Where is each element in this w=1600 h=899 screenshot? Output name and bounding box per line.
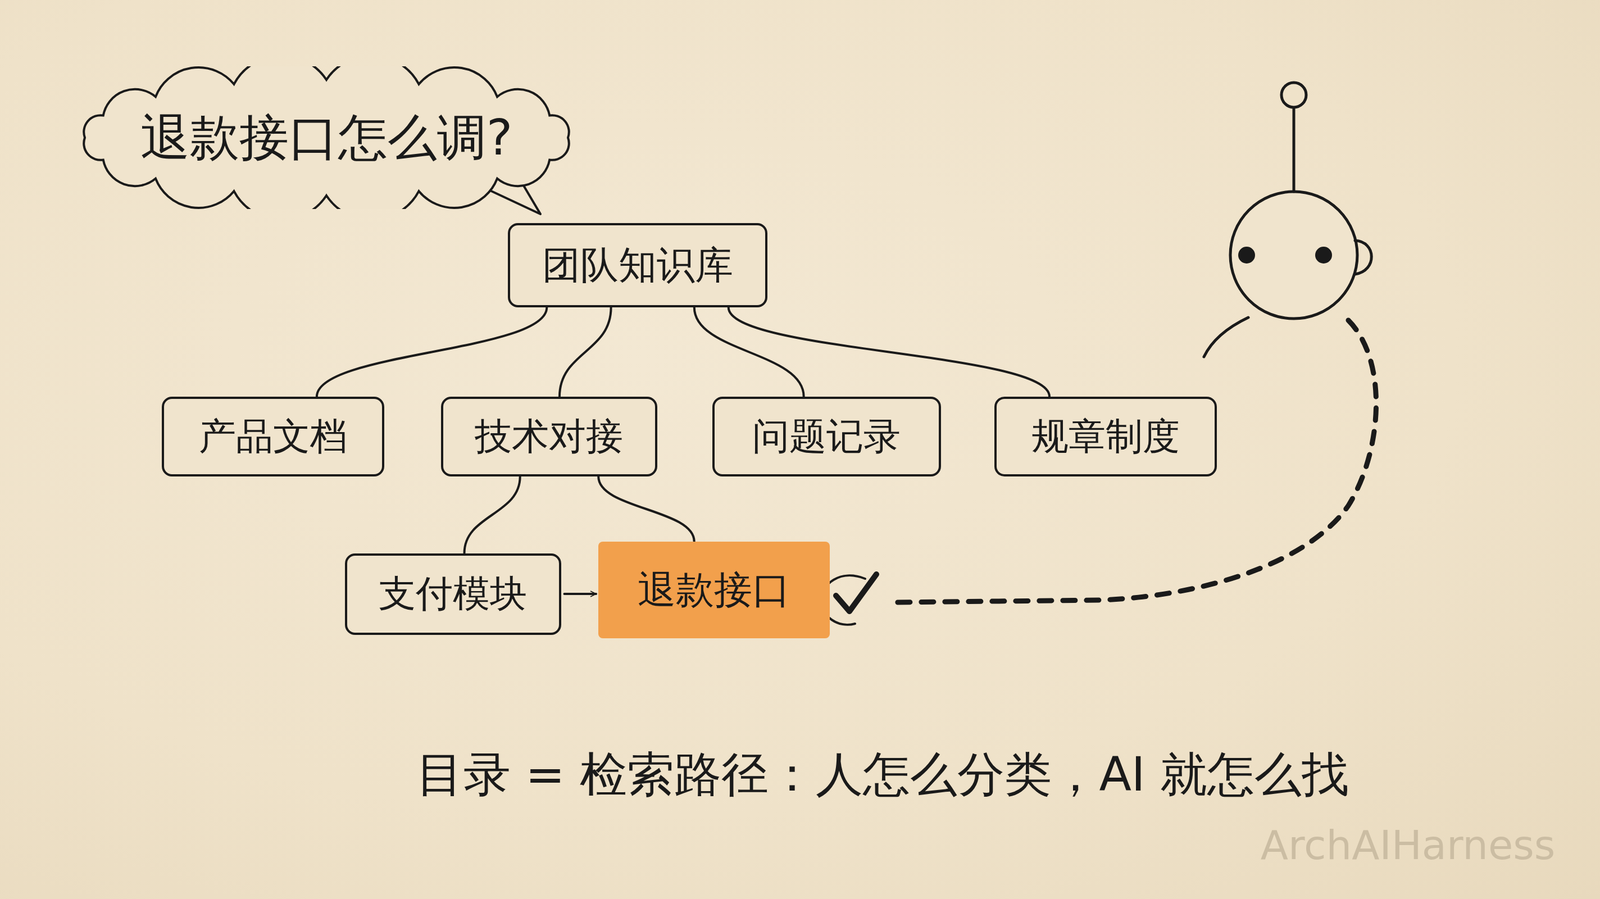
connector: [316, 307, 547, 397]
category-box: 产品文档: [161, 396, 385, 477]
connector: [559, 307, 612, 397]
robot-figure: [1203, 82, 1372, 357]
node-text: 问题记录: [752, 411, 901, 462]
root-box: 团队知识库: [507, 223, 768, 308]
node-text: 团队知识库: [542, 239, 734, 292]
category-box: 技术对接: [441, 396, 658, 477]
node-text: 技术对接: [474, 411, 624, 462]
connector: [728, 307, 1050, 397]
highlight-box: 退款接口: [598, 541, 830, 639]
robot-eye: [1315, 246, 1333, 264]
connector: [598, 476, 695, 542]
node-text: 支付模块: [378, 568, 527, 620]
category-box: 问题记录: [712, 396, 942, 477]
category-box: 规章制度: [994, 396, 1217, 477]
connector: [464, 476, 521, 554]
connector: [694, 307, 804, 397]
node-text: 产品文档: [198, 411, 348, 462]
module-box: 支付模块: [344, 553, 562, 635]
node-text: 退款接口怎么调?: [140, 104, 513, 172]
watermark: ArchAIHarness: [1260, 821, 1556, 869]
thought-cloud: 退款接口怎么调?: [71, 66, 582, 209]
connector: [564, 592, 597, 595]
node-text: 规章制度: [1031, 411, 1180, 462]
robot-eye: [1238, 246, 1256, 264]
node-text: 退款接口: [637, 564, 791, 616]
caption: 目录 = 检索路径：人怎么分类，AI 就怎么找: [416, 742, 1350, 807]
